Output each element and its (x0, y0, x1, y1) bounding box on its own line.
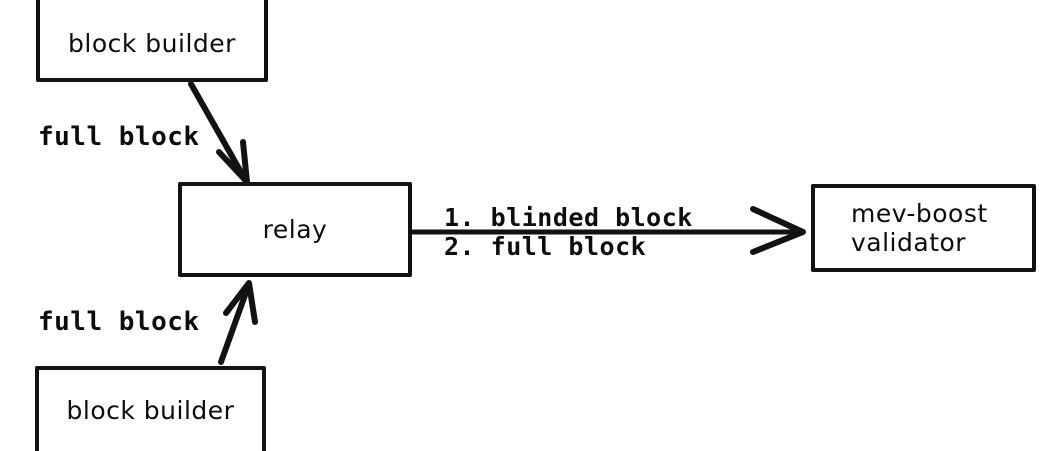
node-label-relay: relay (262, 214, 328, 244)
edge-label-full-block-bottom: full block (38, 307, 200, 337)
node-label-block-builder-top: block builder (68, 28, 236, 58)
edge-label-full-block-mid: 2. full block (444, 232, 647, 261)
edge-label-blinded-block: 1. blinded block (444, 203, 693, 232)
node-label-line1: mev-boost (851, 198, 988, 228)
node-block-builder-bottom[interactable]: block builder (35, 366, 266, 451)
node-block-builder-top[interactable]: block builder (36, 0, 268, 82)
arrow-builder-bottom-to-relay (218, 280, 258, 365)
node-label-line2: validator (851, 228, 967, 257)
node-relay[interactable]: relay (178, 182, 412, 277)
node-label-block-builder-bottom: block builder (66, 396, 235, 425)
edge-label-full-block-top: full block (38, 122, 200, 152)
